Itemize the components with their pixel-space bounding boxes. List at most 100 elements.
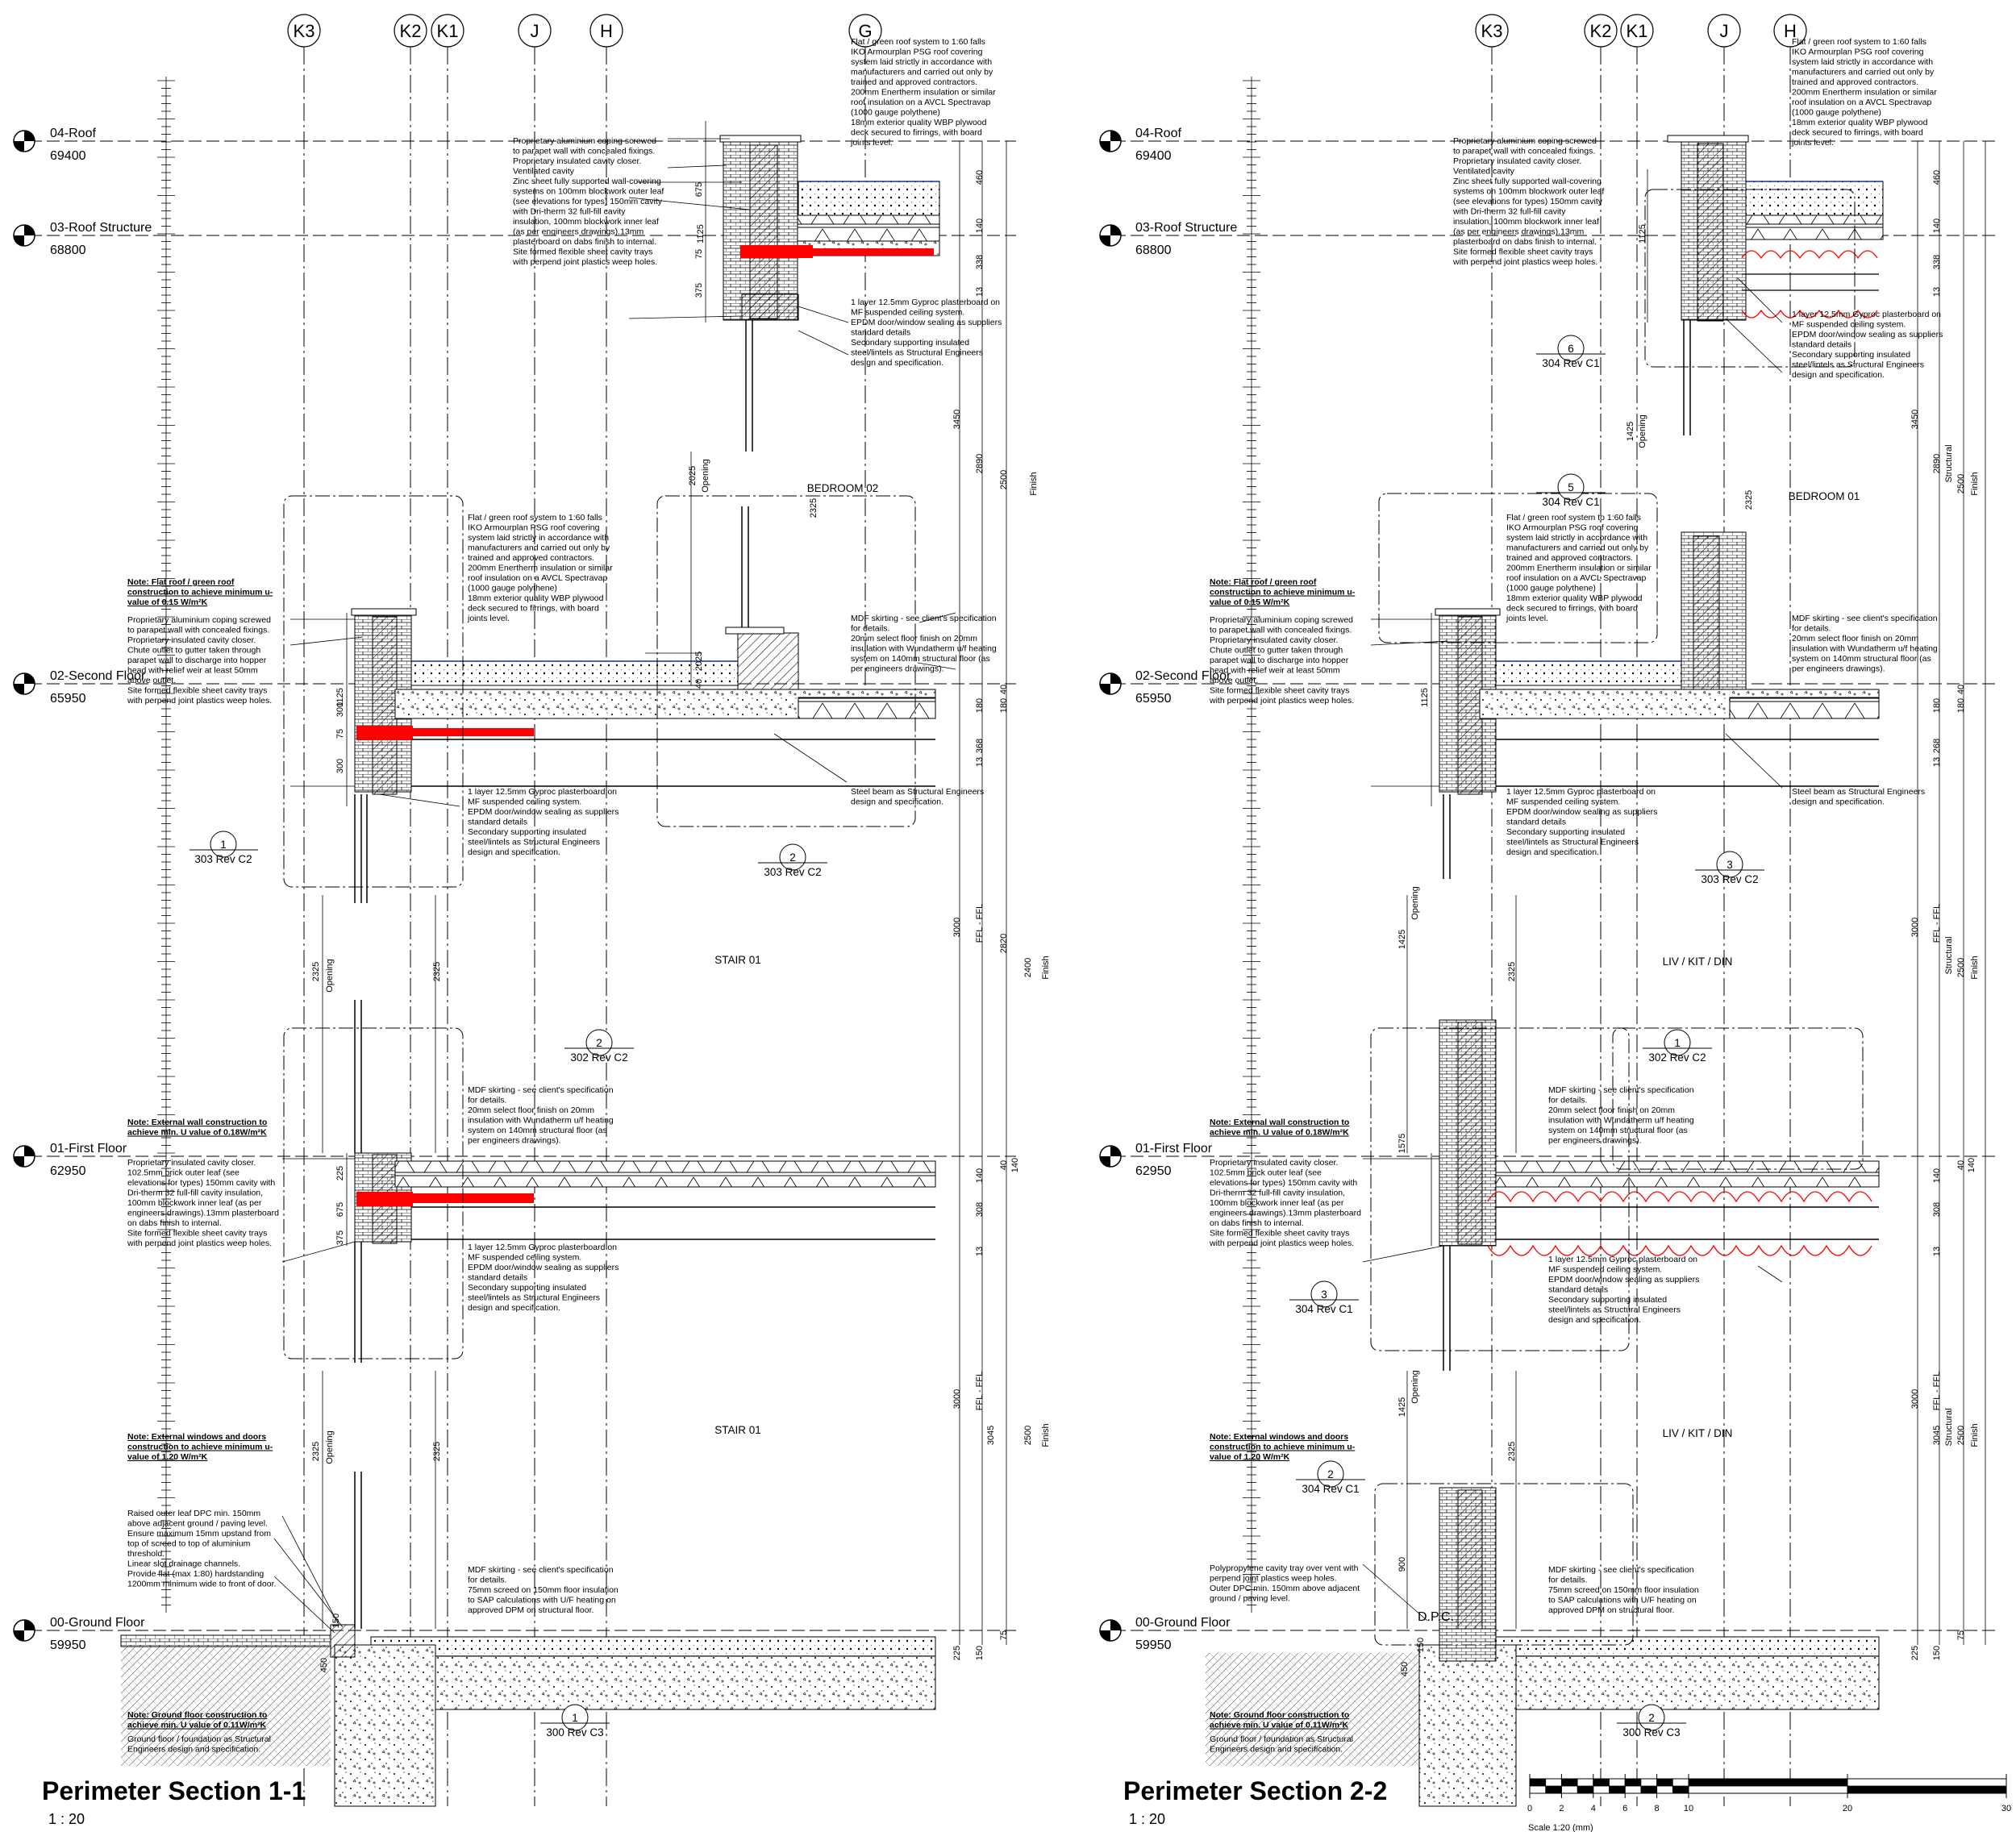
note-line: insulation with Wundatherm u/f heating [1548,1116,1694,1126]
note-line: Zinc sheet fully supported wall-covering [1453,177,1602,186]
note-line: system on 140mm structural floor (as [1548,1126,1688,1135]
dimension-text: 180 [1956,698,1966,713]
note-line: per engineers drawings). [851,664,944,674]
dimension-values: 4601403381346014033813675112575375112534… [311,170,1980,1676]
svg-text:K2: K2 [1590,21,1612,41]
note-line: Secondary supporting insulated [1506,827,1625,837]
note-line: construction to achieve minimum u- [127,588,273,597]
note-note-ground: Note: Ground floor construction toachiev… [127,1710,267,1730]
svg-text:2: 2 [596,1037,602,1049]
grid-bubble-k2: K2 [394,14,427,48]
svg-text:2: 2 [789,851,796,864]
svg-text:J: J [531,21,539,41]
dimension-text: 2325 [432,1442,442,1461]
note-line: per engineers drawings). [1548,1136,1642,1146]
note-line: MDF skirting - see client's specificatio… [468,1085,614,1095]
vertical-ruler-2 [1243,77,1260,1613]
note-line: parapet wall to discharge into hopper [1210,656,1349,665]
note-line: with perpend joint plastics weep holes. [1209,1239,1354,1248]
section-2-scale: 1 : 20 [1129,1811,1165,1827]
dimension-text: 2500 [1023,1426,1033,1445]
dimension-text: 1125 [1638,224,1647,244]
svg-text:01-First Floor: 01-First Floor [1135,1142,1213,1155]
note-line: Outer DPC min. 150mm above adjacent [1210,1584,1360,1593]
note-line: 1200mm minimum wide to front of door. [127,1580,276,1589]
dimension-text: 460 [975,170,985,185]
note-line: roof insulation on a AVCL Spectravap [851,98,991,107]
note-line: Proprietary aluminium coping screwed [127,615,271,625]
scale-bar-block [1656,1785,1673,1794]
note-line: to parapet wall with concealed fixings. [513,147,655,156]
note-line: 102.5mm brick outer leaf (see [127,1168,240,1178]
note-line: (as per engineers drawings).13mm [513,227,644,237]
note-left-ground-2: Polypropylene cavity tray over vent with… [1210,1563,1360,1604]
note-line: systems on 100mm blockwork outer leaf [513,187,664,197]
note-line: EPDM door/window sealing as suppliers [1548,1275,1699,1284]
ground-floor-build-up-2 [1206,1628,1880,1807]
note-line: EPDM door/window sealing as suppliers [1792,330,1943,339]
note-line: system on 140mm structural floor (as [851,654,990,664]
dimension-text: 2325 [311,962,321,981]
dimension-text: 40 [999,1160,1009,1170]
dimension-text: 140 [1010,1158,1020,1172]
note-line: deck secured to firrings, with board [1506,604,1638,614]
svg-text:K2: K2 [400,21,422,41]
note-line: Secondary supporting insulated [468,827,586,837]
svg-text:04-Roof: 04-Roof [1135,127,1181,140]
note-line: to SAP calculations with U/F heating on [1548,1596,1697,1605]
note-line: joints level. [1791,138,1834,148]
svg-text:68800: 68800 [50,244,86,257]
note-line: IKO Armourplan PSG roof covering [851,48,983,57]
svg-text:65950: 65950 [50,692,86,706]
grid-bubble-k3-2: K3 [1475,14,1509,48]
note-line: standard details [468,1273,527,1283]
svg-text:01-First Floor: 01-First Floor [50,1142,127,1155]
note-line: Ventilated cavity [513,167,575,177]
svg-text:304 Rev C1: 304 Rev C1 [1542,496,1599,508]
note-line: (1000 gauge polythene) [468,584,557,593]
note-line: 100mm blockwork inner leaf (as per [127,1198,262,1208]
note-line: Ground floor / foundation as Structural [1210,1734,1353,1744]
note-line: system laid strictly in accordance with [1506,533,1647,543]
scale-bar-tick-label: 8 [1655,1804,1660,1813]
dimension-text: 13 [1932,757,1942,767]
note-line: Zinc sheet fully supported wall-covering [513,177,661,186]
note-line: MF suspended ceiling system. [468,1253,581,1263]
note-line: EPDM door/window sealing as suppliers [468,1263,619,1272]
note-line: with perpend joint plastics weep holes. [127,1239,272,1248]
dimension-text: Opening [1410,1370,1420,1404]
room-stair-01: STAIR 01 [714,954,761,966]
scale-bar-tick-label: 30 [2001,1804,2011,1813]
note-line: MDF skirting - see client's specificatio… [1548,1085,1694,1095]
note-line: system laid strictly in accordance with [851,57,992,67]
svg-text:3: 3 [1727,859,1733,871]
note-steel-beam: Steel beam as Structural Engineersdesign… [1792,787,1925,807]
note-roof-g: Flat / green roof system to 1:60 fallsIK… [1791,37,1937,148]
dimension-text: Finish [1041,956,1051,979]
dimension-text: 368 [975,739,985,753]
dimension-text: 75 [1956,1630,1966,1640]
svg-text:62950: 62950 [1135,1164,1172,1178]
dimension-text: 3000 [1910,918,1920,937]
detail-boundaries [283,495,916,1359]
note-line: IKO Armourplan PSG roof covering [468,523,600,533]
first-floor-build-up [354,1000,936,1629]
dimension-text: 140 [1932,219,1942,233]
scale-bar-block [1656,1779,1673,1786]
svg-text:300 Rev C3: 300 Rev C3 [546,1726,603,1738]
note-line: value of 1.20 W/m²K [1210,1452,1290,1462]
note-line: trained and approved contractors. [1792,77,1918,87]
note-line: Chute outlet to gutter taken through [127,646,260,656]
dimension-text: 2025 [688,466,698,485]
dimension-text: 450 [319,1658,329,1672]
dimension-text: 300 [335,702,345,717]
note-line: achieve min. U value of 0.18W/m²K [1210,1128,1349,1138]
note-line: Proprietary aluminium coping screwed [513,136,656,146]
note-line: elevations for types) 150mm cavity with [1210,1178,1357,1188]
note-line: per engineers drawings). [1792,664,1885,674]
svg-text:69400: 69400 [1135,149,1172,163]
